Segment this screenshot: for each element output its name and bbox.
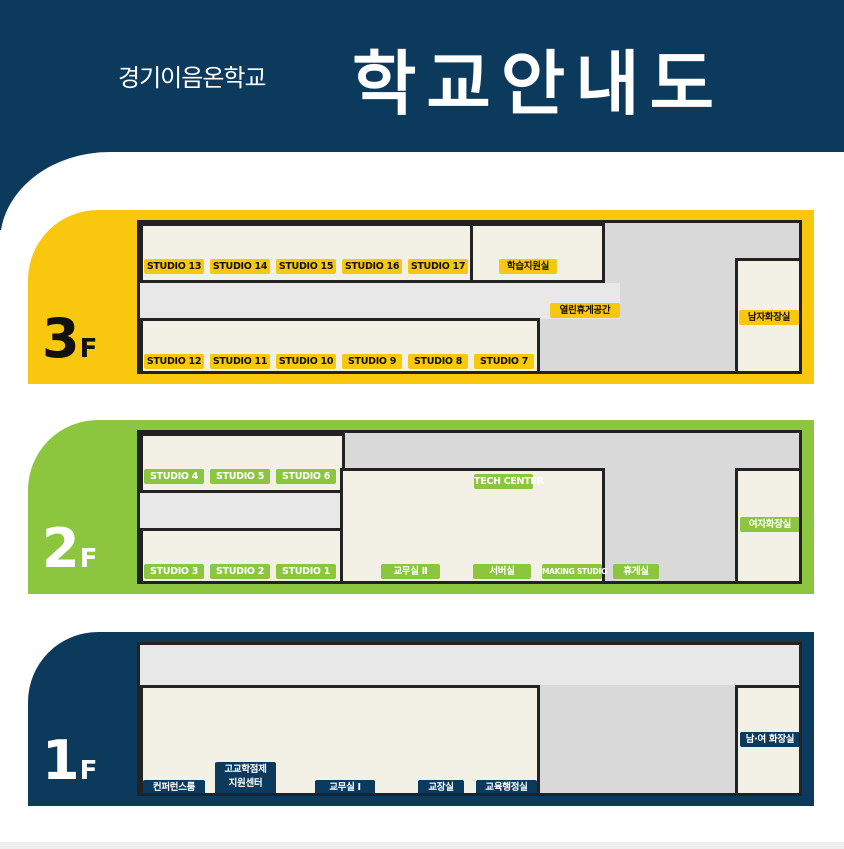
room-label: 여자화장실 bbox=[740, 517, 799, 532]
office-block bbox=[140, 685, 540, 793]
corridor bbox=[140, 283, 620, 319]
room-label: STUDIO 2 bbox=[210, 564, 270, 579]
room-label: STUDIO 9 bbox=[342, 354, 402, 369]
room-label: STUDIO 10 bbox=[276, 354, 336, 369]
room-label: STUDIO 4 bbox=[144, 469, 204, 484]
room-label: STUDIO 11 bbox=[210, 354, 270, 369]
room-label: 교육행정실 bbox=[476, 780, 537, 793]
floor-label: 2F bbox=[42, 522, 97, 576]
room-label: 남자화장실 bbox=[739, 310, 799, 325]
room-label: 컨퍼런스룸 bbox=[143, 780, 205, 793]
studio-block bbox=[140, 318, 540, 371]
school-logo: 경기이음온학교 bbox=[118, 64, 267, 92]
floor-number: 3 bbox=[42, 307, 80, 370]
floor-number: 2 bbox=[42, 517, 80, 580]
floor-plan: STUDIO 13 STUDIO 14 STUDIO 15 STUDIO 16 … bbox=[137, 220, 802, 374]
floor-number: 1 bbox=[42, 729, 80, 792]
room-label: STUDIO 14 bbox=[210, 259, 270, 274]
floor-unit: F bbox=[79, 334, 98, 364]
room-label: 휴게실 bbox=[613, 564, 659, 579]
room-label: TECH CENTER bbox=[474, 474, 544, 489]
floor-1f: 1F 컨퍼런스룸 고교학점제 지원센터 교무실 Ⅰ 교장실 교육행정실 남·여 … bbox=[28, 632, 814, 806]
room-label: 교무실 Ⅰ bbox=[315, 780, 375, 793]
room-label: STUDIO 3 bbox=[144, 564, 204, 579]
floor-plan: STUDIO 4 STUDIO 5 STUDIO 6 STUDIO 3 STUD… bbox=[137, 430, 802, 584]
floor-2f: 2F STUDIO 4 STUDIO 5 STUDIO 6 STUDIO 3 S… bbox=[28, 420, 814, 594]
floor-label: 1F bbox=[42, 734, 97, 788]
room-label: 교장실 bbox=[418, 780, 464, 793]
room-label: STUDIO 12 bbox=[144, 354, 204, 369]
room-label: 교무실 Ⅱ bbox=[381, 564, 440, 579]
room-label: STUDIO 8 bbox=[408, 354, 468, 369]
room-label: STUDIO 13 bbox=[144, 259, 204, 274]
room-label: MAKING STUDIO bbox=[542, 564, 607, 579]
room-label: STUDIO 17 bbox=[408, 259, 468, 274]
corridor bbox=[140, 645, 799, 685]
floor-unit: F bbox=[79, 544, 98, 574]
studio-block bbox=[140, 433, 345, 493]
room-label: STUDIO 7 bbox=[474, 354, 534, 369]
footer-strip bbox=[0, 842, 844, 849]
room-label: 학습지원실 bbox=[499, 259, 557, 274]
floor-3f: 3F STUDIO 13 STUDIO 14 STUDIO 15 STUDIO … bbox=[28, 210, 814, 384]
page-title: 학교안내도 bbox=[352, 43, 724, 125]
floor-unit: F bbox=[79, 756, 98, 786]
office-block bbox=[340, 468, 605, 581]
room-block bbox=[470, 223, 605, 283]
floor-label: 3F bbox=[42, 312, 97, 366]
room-label: 고교학점제 지원센터 bbox=[215, 762, 276, 793]
room-label: 열린휴게공간 bbox=[550, 303, 620, 318]
room-label: 서버실 bbox=[473, 564, 531, 579]
room-label: STUDIO 6 bbox=[276, 469, 336, 484]
room-label: STUDIO 1 bbox=[276, 564, 336, 579]
room-label: 남·여 화장실 bbox=[740, 732, 799, 747]
room-label: STUDIO 16 bbox=[342, 259, 402, 274]
room-label: STUDIO 15 bbox=[276, 259, 336, 274]
room-label: STUDIO 5 bbox=[210, 469, 270, 484]
studio-block bbox=[140, 223, 475, 283]
floor-plan: 컨퍼런스룸 고교학점제 지원센터 교무실 Ⅰ 교장실 교육행정실 남·여 화장실 bbox=[137, 642, 802, 796]
